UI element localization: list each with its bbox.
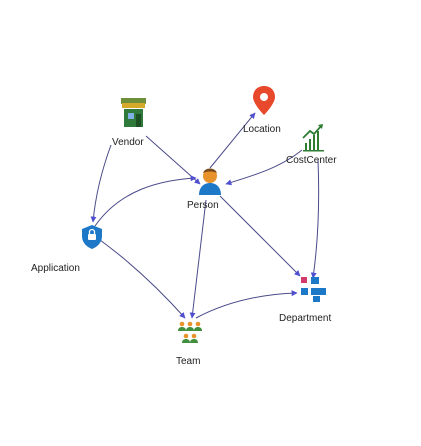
edge-costcenter-department [310,159,320,279]
edge-vendor-person [145,135,201,185]
node-team[interactable]: Team [176,321,202,367]
node-cost-center[interactable]: CostCenter [286,124,337,166]
edge-application-team [99,239,186,319]
node-department-label: Department [279,313,331,324]
edge-vendor-application [90,144,112,223]
edge-person-location [209,112,256,169]
org-chart-icon [301,277,326,302]
person-icon [199,168,221,195]
edges [90,112,320,319]
node-location[interactable]: Location [243,86,281,135]
edge-costcenter-person [225,149,303,186]
node-cost-center-label: CostCenter [286,155,337,166]
node-location-label: Location [243,124,281,135]
edge-person-team [189,199,207,319]
bar-chart-trend-icon [302,124,324,152]
edge-team-department [195,290,298,319]
node-person[interactable]: Person [187,168,221,212]
node-team-label: Team [176,356,200,367]
edge-application-person [94,175,197,227]
node-person-label: Person [187,200,219,211]
node-department[interactable]: Department [279,277,331,324]
node-application-label: Application [31,263,80,274]
storefront-icon [121,98,146,127]
node-vendor-label: Vendor [112,137,144,148]
edge-person-department [219,195,301,277]
shield-icon [82,225,102,249]
people-group-icon [178,321,202,343]
map-pin-icon [253,86,275,115]
node-application[interactable]: Application [31,225,102,274]
node-vendor[interactable]: Vendor [112,98,146,148]
